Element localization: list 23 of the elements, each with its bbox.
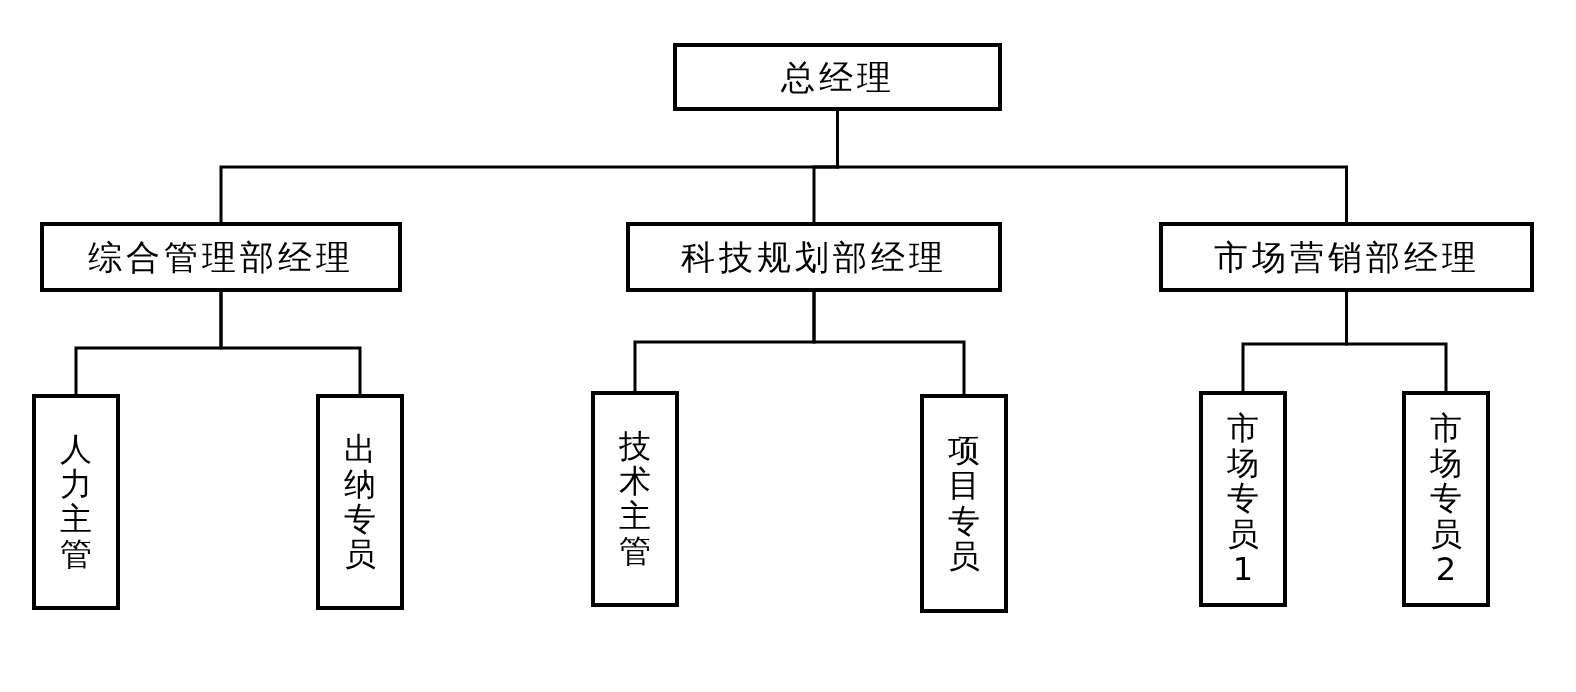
position-title: 人力主管: [60, 431, 92, 573]
connector-line: [219, 292, 362, 394]
position-title: 项目专员: [948, 433, 980, 574]
org-box: [591, 391, 679, 607]
org-box: [316, 394, 404, 610]
org-box: [673, 43, 1002, 111]
org-box: [1402, 391, 1490, 607]
position-title: 总经理: [780, 55, 895, 99]
position-title: 出纳专员: [344, 431, 376, 573]
position-title: 市场专员2: [1430, 411, 1462, 587]
connector-line: [1345, 292, 1448, 391]
position-title: 市场专员1: [1227, 411, 1259, 587]
org-box: [920, 394, 1008, 613]
connector-line: [812, 292, 966, 394]
position-title: 科技规划部经理: [681, 235, 947, 279]
org-box: [32, 394, 120, 610]
org-box: [1199, 391, 1287, 607]
org-box: [40, 222, 402, 292]
position-title: 市场营销部经理: [1213, 235, 1480, 279]
position-title: 技术主管: [619, 428, 651, 570]
position-title: 综合管理部经理: [88, 235, 354, 279]
org-box: [1159, 222, 1534, 292]
org-box: [626, 222, 1002, 292]
